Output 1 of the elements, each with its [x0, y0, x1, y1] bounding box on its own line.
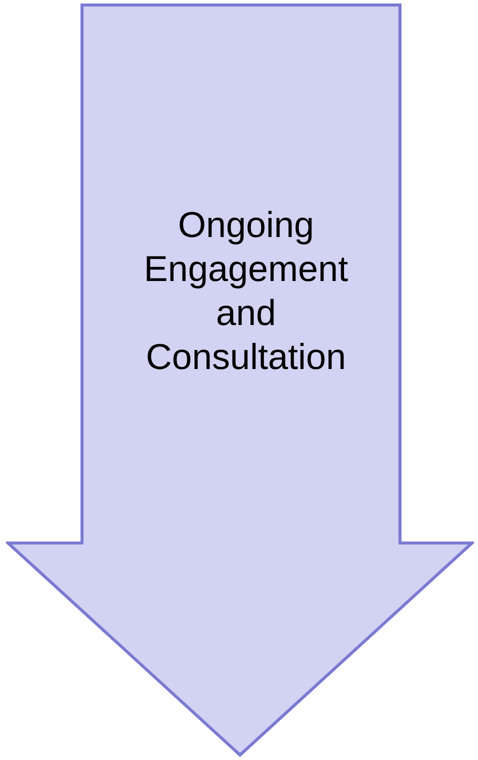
arrow-label: Ongoing Engagement and Consultation [142, 203, 350, 379]
